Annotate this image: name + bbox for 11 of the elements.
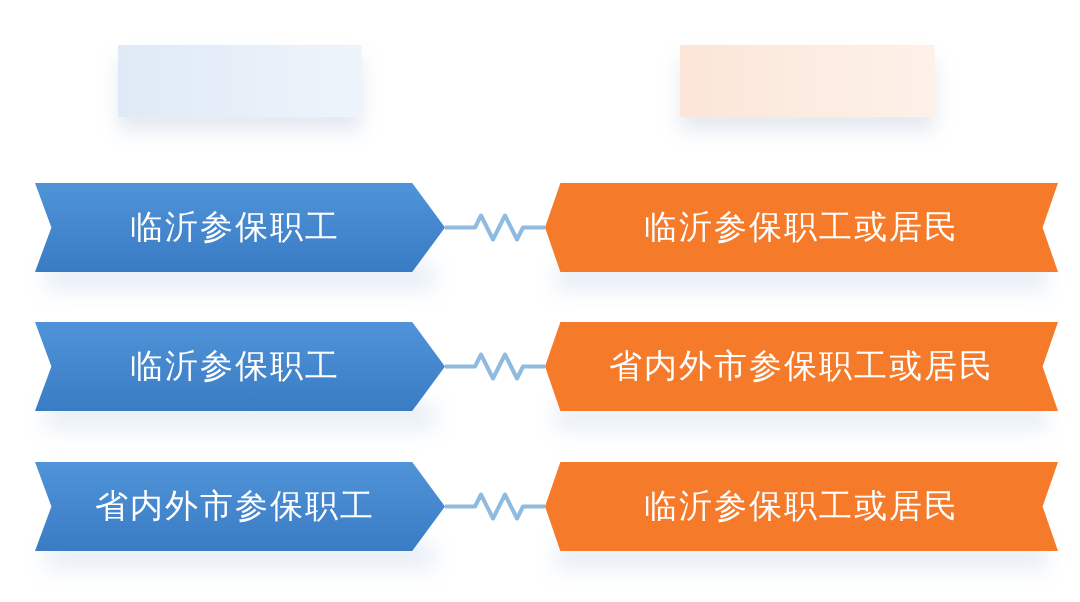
- header-block: [118, 45, 362, 117]
- banner-label: 临沂参保职工: [130, 206, 340, 248]
- zigzag-connector: [445, 352, 545, 381]
- banner-label: 省内外市参保职工: [95, 485, 375, 527]
- zigzag-connector: [445, 213, 545, 242]
- banner-label: 临沂参保职工或居民: [644, 206, 959, 248]
- banner-label: 省内外市参保职工或居民: [609, 345, 994, 387]
- zigzag-connector: [445, 492, 545, 521]
- banner-label: 临沂参保职工: [130, 345, 340, 387]
- banner-label: 临沂参保职工或居民: [644, 485, 959, 527]
- header-block: [680, 45, 935, 117]
